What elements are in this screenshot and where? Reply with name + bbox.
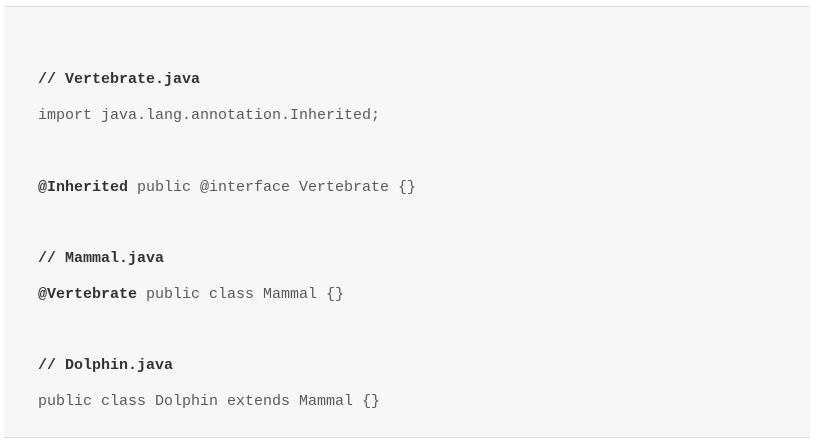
code-text: public class Mammal {} — [137, 286, 345, 303]
code-line-vertebrate-comment: // Vertebrate.java — [38, 70, 200, 90]
code-annotation: @Inherited — [38, 179, 129, 196]
code-annotation: @Vertebrate — [38, 286, 138, 303]
code-line-mammal-declaration: @Vertebrate public class Mammal {} — [38, 285, 344, 305]
code-comment: // Dolphin.java — [38, 357, 174, 374]
code-text: import java.lang.annotation.Inherited; — [38, 107, 381, 124]
code-line-dolphin-comment: // Dolphin.java — [38, 356, 173, 376]
code-comment: // Mammal.java — [38, 250, 165, 267]
code-block: // Vertebrate.java import java.lang.anno… — [4, 6, 810, 438]
code-line-vertebrate-declaration: @Inherited public @interface Vertebrate … — [38, 178, 416, 198]
code-text: public class Dolphin extends Mammal {} — [38, 393, 381, 410]
code-line-mammal-comment: // Mammal.java — [38, 249, 164, 269]
code-text: public @interface Vertebrate {} — [128, 179, 417, 196]
code-comment: // Vertebrate.java — [38, 71, 201, 88]
code-line-dolphin-declaration: public class Dolphin extends Mammal {} — [38, 392, 380, 412]
code-line-import: import java.lang.annotation.Inherited; — [38, 106, 380, 126]
